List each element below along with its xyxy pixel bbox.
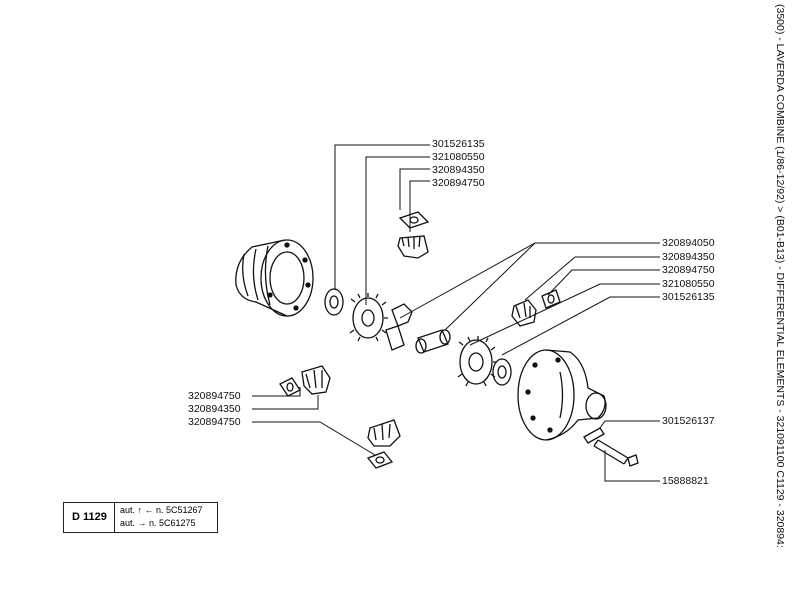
vertical-title: (3500) - LAVERDA COMBINE (1/86-12/92) > … — [772, 4, 790, 594]
part-label-301526137: 301526137 — [662, 415, 715, 427]
part-label-320894750-lower-2: 320894750 — [188, 416, 241, 428]
part-label-321080550-right: 321080550 — [662, 278, 715, 290]
part-label-301526135: 301526135 — [432, 138, 485, 150]
reference-divider — [114, 503, 115, 532]
part-label-320894750-lower-1: 320894750 — [188, 390, 241, 402]
right-carrier-housing — [517, 349, 607, 441]
reference-note-2: aut. → n. 5C61275 — [120, 518, 196, 528]
reference-box: D 1129 aut. ↑ ← n. 5C51267 aut. → n. 5C6… — [63, 502, 218, 533]
bolt-and-lock-plate — [583, 427, 639, 467]
part-label-320894750: 320894750 — [432, 177, 485, 189]
lower-left-pinion — [301, 365, 331, 395]
page-title: (3500) - LAVERDA COMBINE (1/86-12/92) > … — [774, 4, 786, 548]
side-gear-right — [457, 336, 497, 387]
part-label-15888821: 15888821 — [662, 475, 709, 487]
part-label-320894050: 320894050 — [662, 237, 715, 249]
part-label-320894750-right: 320894750 — [662, 264, 715, 276]
right-pinion — [511, 289, 561, 327]
lower-left-washer — [279, 377, 301, 397]
part-label-320894350-right: 320894350 — [662, 251, 715, 263]
left-carrier-housing — [235, 239, 314, 317]
thrust-washer-right — [492, 358, 512, 386]
lower-pinion — [367, 419, 401, 447]
part-label-320894350: 320894350 — [432, 164, 485, 176]
reference-note-1: aut. ↑ ← n. 5C51267 — [120, 505, 203, 515]
part-label-301526135-right: 301526135 — [662, 291, 715, 303]
part-label-321080550: 321080550 — [432, 151, 485, 163]
thrust-washer-left — [324, 288, 344, 316]
part-label-320894350-lower: 320894350 — [188, 403, 241, 415]
leader-lines — [252, 144, 660, 482]
side-gear-left — [349, 293, 388, 342]
top-pinion — [397, 211, 430, 259]
spider-shaft — [385, 303, 451, 354]
lower-washer — [366, 451, 394, 469]
reference-code: D 1129 — [72, 511, 107, 523]
